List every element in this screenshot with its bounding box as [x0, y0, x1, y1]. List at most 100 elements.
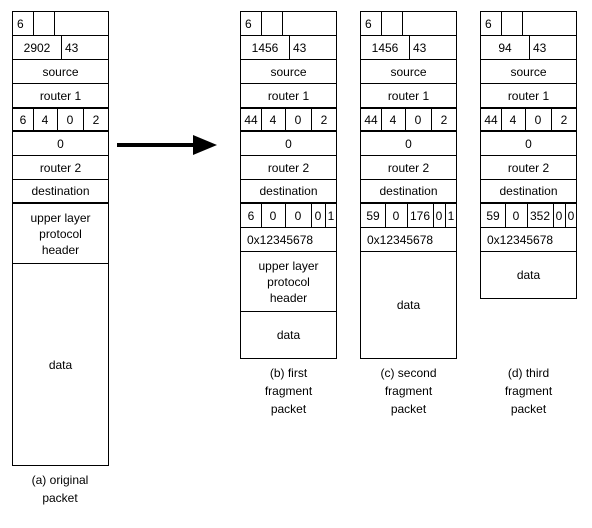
- original-segments-left: 2: [92, 112, 100, 127]
- third-segments-left: 2: [560, 112, 568, 127]
- first-caption: (b) first fragment packet: [235, 364, 342, 418]
- first-caption-line-2: fragment: [264, 384, 313, 398]
- second-router-2: router 2: [361, 156, 456, 180]
- second-fragment-next-header: 59: [366, 208, 380, 223]
- second-payload-row: 1456 43: [361, 36, 456, 60]
- first-router-1: router 1: [241, 84, 336, 108]
- first-identification: 0x12345678: [241, 228, 336, 252]
- third-fragment-res: 0: [555, 208, 563, 223]
- original-routing-next-header: 6: [19, 112, 27, 127]
- third-next-header: 6: [485, 16, 492, 31]
- original-caption-line-2: packet: [42, 491, 78, 505]
- first-fragment-reserved: 0: [269, 208, 277, 223]
- third-reserved: 0: [481, 132, 576, 156]
- second-fragment-packet: 6 1456 43 source router 1 44 4 0 2 0 rou…: [360, 11, 457, 359]
- first-next-header-row: 6: [241, 12, 336, 36]
- second-next-header-row: 6: [361, 12, 456, 36]
- second-routing-type: 0: [414, 112, 422, 127]
- first-router-2: router 2: [241, 156, 336, 180]
- second-caption-line-1: (c) second: [380, 366, 437, 380]
- original-router-1: router 1: [13, 84, 108, 108]
- original-destination: destination: [13, 180, 108, 204]
- third-fragment-next-header: 59: [486, 208, 500, 223]
- third-payload-length: 94: [498, 40, 512, 55]
- original-payload-row: 2902 43: [13, 36, 108, 60]
- first-next-header: 6: [245, 16, 252, 31]
- third-caption-line-2: fragment: [504, 384, 553, 398]
- second-routing-row: 44 4 0 2: [361, 108, 456, 132]
- first-fragment-header-row: 6 0 0 0 1: [241, 204, 336, 228]
- second-segments-left: 2: [440, 112, 448, 127]
- third-routing-next-header: 44: [484, 112, 498, 127]
- second-fragment-offset: 176: [409, 208, 431, 223]
- second-source: source: [361, 60, 456, 84]
- second-caption: (c) second fragment packet: [355, 364, 462, 418]
- first-fragment-next-header: 6: [247, 208, 255, 223]
- third-router-2: router 2: [481, 156, 576, 180]
- third-hop-limit: 43: [533, 40, 547, 55]
- third-data: data: [516, 268, 541, 282]
- third-fragment-header-row: 59 0 352 0 0: [481, 204, 576, 228]
- first-destination: destination: [241, 180, 336, 204]
- first-caption-line-1: (b) first: [269, 366, 308, 380]
- third-caption-line-3: packet: [510, 402, 547, 416]
- first-source: source: [241, 60, 336, 84]
- first-payload-length: 1456: [251, 40, 279, 55]
- third-fragment-m-flag: 0: [567, 208, 575, 223]
- third-fragment-offset: 352: [529, 208, 551, 223]
- original-next-header-row: 6: [13, 12, 108, 36]
- third-routing-row: 44 4 0 2: [481, 108, 576, 132]
- second-destination: destination: [361, 180, 456, 204]
- original-reserved: 0: [13, 132, 108, 156]
- first-fragment-m-flag: 1: [327, 208, 335, 223]
- original-router-2: router 2: [13, 156, 108, 180]
- third-routing-length: 4: [509, 112, 517, 127]
- first-upper-line-2: protocol: [267, 274, 310, 289]
- first-upper-line-3: header: [269, 290, 308, 305]
- original-routing-row: 6 4 0 2: [13, 108, 108, 132]
- original-caption-line-1: (a) original: [31, 473, 89, 487]
- third-source: source: [481, 60, 576, 84]
- original-upper-line-3: header: [41, 242, 80, 257]
- right-arrow-icon: [117, 135, 217, 155]
- first-identification-value: 0x12345678: [247, 232, 314, 247]
- original-caption: (a) original packet: [10, 471, 110, 507]
- first-fragment-offset: 0: [294, 208, 302, 223]
- original-routing-length: 4: [41, 112, 49, 127]
- original-upper-line-2: protocol: [39, 226, 82, 241]
- second-next-header: 6: [365, 16, 372, 31]
- third-payload-row: 94 43: [481, 36, 576, 60]
- second-fragment-header-row: 59 0 176 0 1: [361, 204, 456, 228]
- original-hop-limit: 43: [65, 40, 79, 55]
- first-routing-length: 4: [269, 112, 277, 127]
- original-upper-line-1: upper layer: [30, 210, 91, 225]
- second-reserved: 0: [361, 132, 456, 156]
- first-caption-line-3: packet: [270, 402, 307, 416]
- first-hop-limit: 43: [293, 40, 307, 55]
- second-router-1: router 1: [361, 84, 456, 108]
- first-payload-row: 1456 43: [241, 36, 336, 60]
- second-payload-length: 1456: [371, 40, 399, 55]
- second-fragment-res: 0: [435, 208, 443, 223]
- first-fragment-packet: 6 1456 43 source router 1 44 4 0 2 0 rou…: [240, 11, 337, 359]
- first-data: data: [276, 328, 301, 342]
- second-routing-next-header: 44: [364, 112, 378, 127]
- first-routing-type: 0: [294, 112, 302, 127]
- second-data: data: [396, 298, 421, 312]
- second-identification-value: 0x12345678: [367, 232, 434, 247]
- original-payload-length: 2902: [23, 40, 51, 55]
- original-next-header: 6: [17, 16, 24, 31]
- second-caption-line-2: fragment: [384, 384, 433, 398]
- second-fragment-m-flag: 1: [447, 208, 455, 223]
- first-segments-left: 2: [320, 112, 328, 127]
- original-routing-type: 0: [66, 112, 74, 127]
- third-fragment-packet: 6 94 43 source router 1 44 4 0 2 0 route…: [480, 11, 577, 299]
- original-packet: 6 2902 43 source router 1 6 4 0 2 0 rout…: [12, 11, 109, 466]
- first-upper-layer-header: upper layer protocol header: [241, 252, 336, 312]
- third-fragment-reserved: 0: [512, 208, 520, 223]
- second-fragment-reserved: 0: [392, 208, 400, 223]
- third-caption: (d) third fragment packet: [475, 364, 582, 418]
- first-routing-next-header: 44: [244, 112, 258, 127]
- second-hop-limit: 43: [413, 40, 427, 55]
- original-upper-layer-header: upper layer protocol header: [13, 204, 108, 264]
